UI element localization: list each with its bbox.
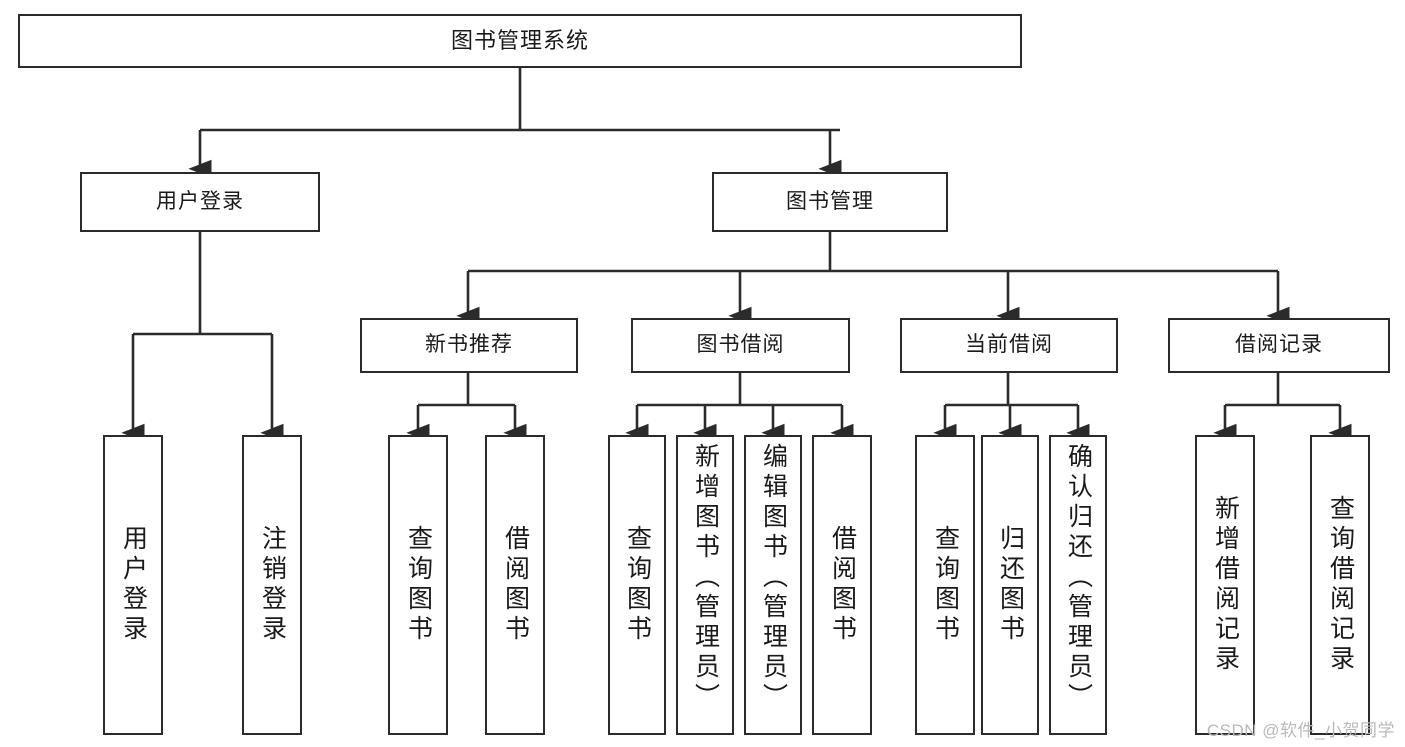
- node-leaf-borrow-book-recommendation[interactable]: 借阅图书: [485, 435, 545, 735]
- node-leaf-confirm-return-admin[interactable]: 确认归还（管理员）: [1049, 435, 1107, 735]
- node-leaf-query-book-recommendation[interactable]: 查询图书: [388, 435, 448, 735]
- node-leaf-edit-book-admin[interactable]: 编辑图书（管理员）: [744, 435, 802, 735]
- node-label: 查询图书: [404, 525, 433, 645]
- node-label: 注销登录: [258, 525, 287, 645]
- csdn-watermark: CSDN @软件_小贺同学: [1206, 721, 1395, 740]
- node-label: 确认归还（管理员）: [1064, 443, 1093, 713]
- node-label: 图书借阅: [696, 333, 785, 357]
- node-book-manage[interactable]: 图书管理: [712, 172, 948, 232]
- node-leaf-borrow-book[interactable]: 借阅图书: [812, 435, 872, 735]
- node-label: 新书推荐: [425, 333, 513, 357]
- node-current-borrow[interactable]: 当前借阅: [900, 318, 1118, 373]
- node-label: 编辑图书（管理员）: [759, 443, 788, 713]
- node-label: 图书管理系统: [450, 28, 589, 54]
- node-label: 当前借阅: [965, 333, 1053, 357]
- node-label: 借阅图书: [828, 525, 857, 645]
- node-label: 查询图书: [623, 525, 652, 645]
- node-leaf-add-book-admin[interactable]: 新增图书（管理员）: [676, 435, 734, 735]
- node-label: 查询图书: [931, 525, 960, 645]
- node-label: 归还图书: [996, 525, 1025, 645]
- node-label: 借阅记录: [1235, 333, 1323, 357]
- node-borrow-record[interactable]: 借阅记录: [1168, 318, 1390, 373]
- node-label: 新增图书（管理员）: [691, 443, 720, 713]
- node-book-borrow[interactable]: 图书借阅: [631, 318, 850, 373]
- node-label: 图书管理: [786, 189, 874, 213]
- node-leaf-query-book-current[interactable]: 查询图书: [915, 435, 975, 735]
- node-leaf-add-borrow-record[interactable]: 新增借阅记录: [1195, 435, 1255, 735]
- node-label: 用户登录: [156, 189, 244, 213]
- node-user-login[interactable]: 用户登录: [80, 172, 320, 232]
- node-leaf-user-logout[interactable]: 注销登录: [242, 435, 302, 735]
- node-new-book-recommendation[interactable]: 新书推荐: [360, 318, 578, 373]
- node-label: 借阅图书: [501, 525, 530, 645]
- node-root-book-management-system[interactable]: 图书管理系统: [18, 14, 1022, 68]
- node-leaf-query-borrow-record[interactable]: 查询借阅记录: [1310, 435, 1370, 735]
- node-label: 新增借阅记录: [1211, 495, 1240, 675]
- node-leaf-user-login[interactable]: 用户登录: [103, 435, 163, 735]
- node-leaf-return-book[interactable]: 归还图书: [981, 435, 1039, 735]
- node-label: 查询借阅记录: [1326, 495, 1355, 675]
- node-label: 用户登录: [119, 525, 148, 645]
- node-leaf-query-book-borrow[interactable]: 查询图书: [608, 435, 666, 735]
